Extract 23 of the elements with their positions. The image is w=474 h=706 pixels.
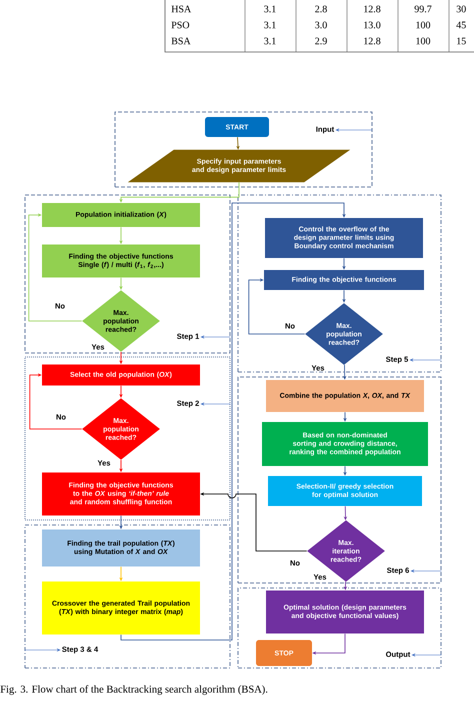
caption: Fig. 3. Flow chart of the Backtracking search algorithm (BSA). xyxy=(0,685,268,695)
table-cell: 2.9 xyxy=(315,38,327,44)
table-cell: PSO xyxy=(171,22,190,28)
table-cell: 45 xyxy=(456,22,466,28)
arrow xyxy=(28,213,82,322)
table-cell: 15 xyxy=(457,38,466,44)
table-cell: 3.1 xyxy=(264,22,276,28)
table-cell: 99.7 xyxy=(414,6,432,12)
arrow xyxy=(120,202,346,640)
table-cell: HSA xyxy=(171,6,192,12)
table-cell: 100 xyxy=(416,22,430,28)
table-cell: 3.1 xyxy=(264,6,276,12)
arrow xyxy=(29,373,82,430)
arrow xyxy=(248,278,306,334)
table-cell: 100 xyxy=(416,38,430,44)
table-cell: 12.8 xyxy=(364,38,380,44)
table-cell: 3.1 xyxy=(264,38,276,44)
table-cell: 30 xyxy=(456,6,466,12)
table-cell: BSA xyxy=(171,38,191,44)
table-cell: 13.0 xyxy=(364,22,380,28)
table-cell: 2.8 xyxy=(315,6,327,12)
table-cell: 12.8 xyxy=(364,6,380,12)
table-cell: 3.0 xyxy=(315,22,327,28)
